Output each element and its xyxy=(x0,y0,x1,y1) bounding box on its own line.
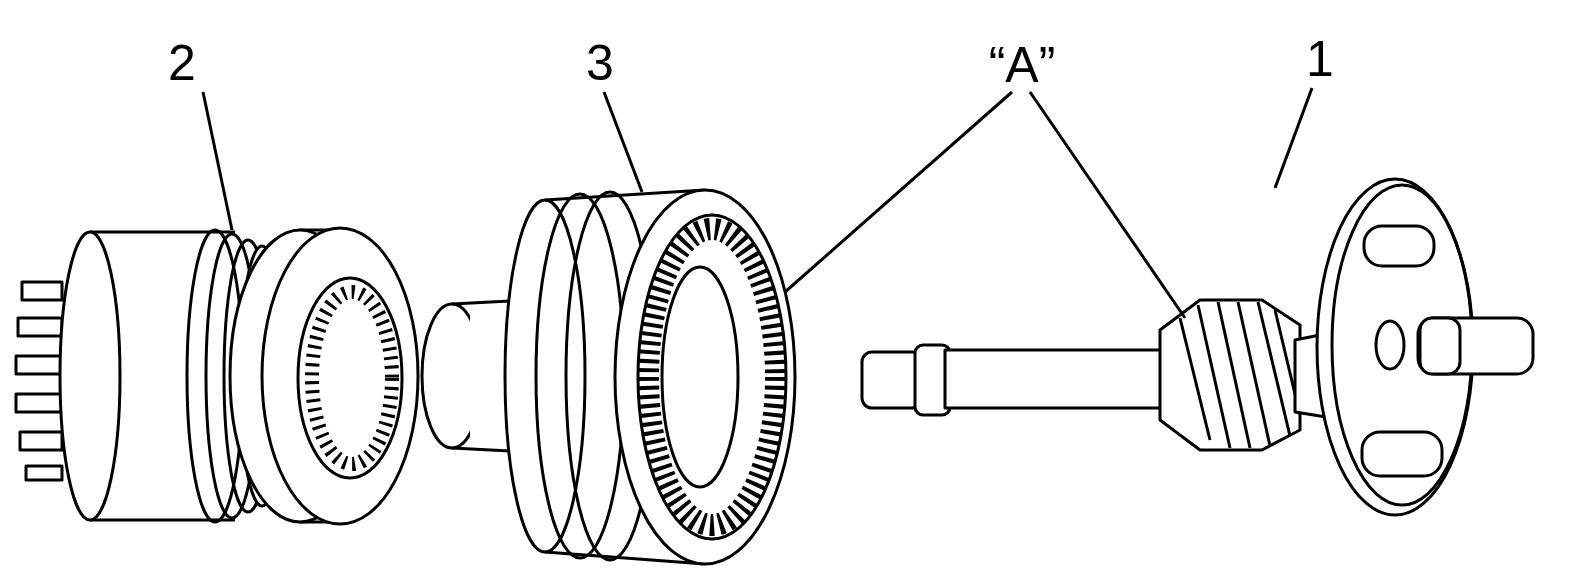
pinion-clutch xyxy=(16,228,418,524)
callout-label: 1 xyxy=(1306,34,1334,84)
internal-gear-drum xyxy=(422,190,795,565)
callout-label: 3 xyxy=(586,38,614,88)
leader-lines xyxy=(203,88,1312,318)
callout-label: “A” xyxy=(989,40,1056,90)
callout-label: 2 xyxy=(168,38,196,88)
planet-carrier-shaft xyxy=(862,179,1533,515)
